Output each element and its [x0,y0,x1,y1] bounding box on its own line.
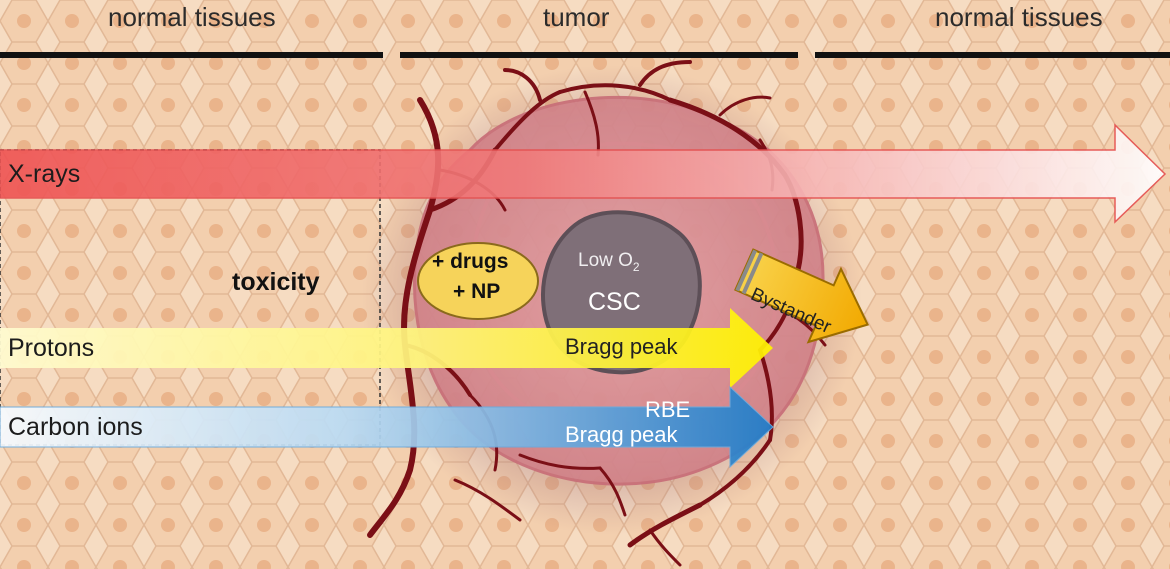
np-label: + NP [453,280,501,303]
tumor-bar [400,52,798,58]
beam-label-protons: Protons [8,334,95,362]
region-label-normal-right: normal tissues [935,2,1103,32]
xray-beam-arrow [0,123,1167,224]
bystander-arrow [734,248,870,344]
toxicity-label: toxicity [232,268,320,296]
normal-tissue-left-bar [0,52,383,58]
region-label-normal-left: normal tissues [108,2,276,32]
region-label-tumor: tumor [543,2,610,32]
low-oxygen-label: Low O2 [578,250,640,274]
oxygen-subscript: 2 [632,259,640,274]
rbe-label: RBE [645,397,691,422]
proton-beam-arrow [0,308,773,388]
beam-label-carbon: Carbon ions [8,413,143,441]
low-oxygen-text: Low O [578,250,633,271]
drugs-np-badge [417,242,539,320]
normal-tissue-right-bar [815,52,1170,58]
proton-bragg-peak-label: Bragg peak [565,334,678,359]
drugs-label: + drugs [432,250,509,273]
csc-label: CSC [588,288,641,316]
beam-label-xrays: X-rays [8,160,81,188]
carbon-beam-arrow [0,385,774,469]
carbon-bragg-peak-label: Bragg peak [565,422,678,447]
